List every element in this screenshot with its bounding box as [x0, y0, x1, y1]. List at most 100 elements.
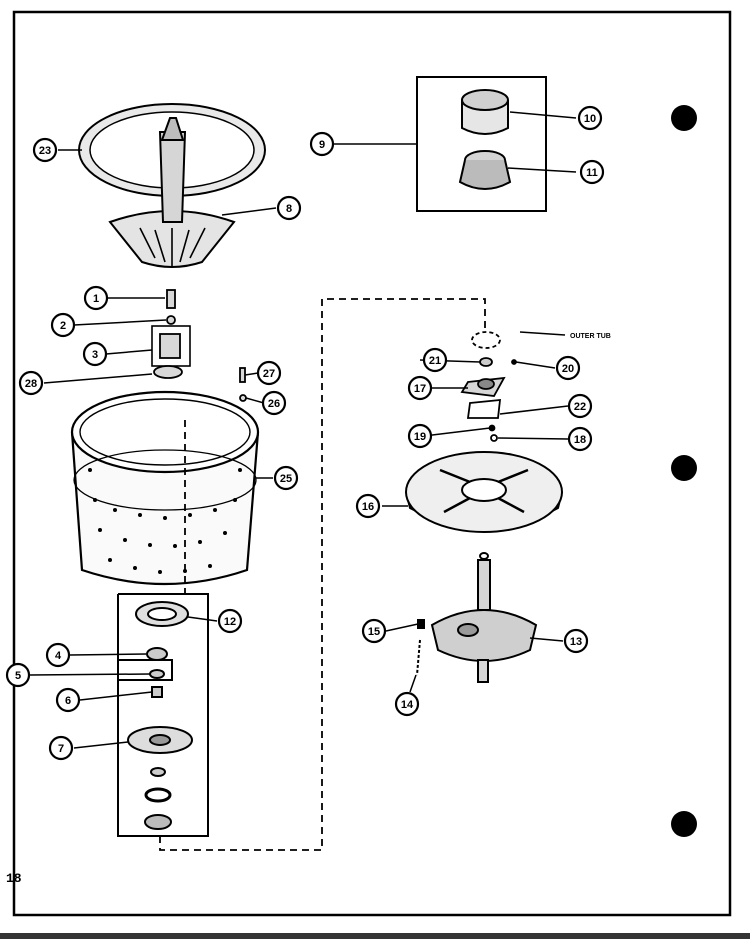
- callout-circle: [361, 618, 387, 644]
- callout-circle: [217, 608, 243, 634]
- callout-number: 13: [570, 636, 582, 648]
- callout-circle: [5, 662, 31, 688]
- callout-circle: [579, 159, 605, 185]
- callout-number: 2: [60, 320, 66, 332]
- punch-hole: [671, 811, 697, 837]
- callout-19: 19: [407, 423, 433, 449]
- callout-circle: [567, 393, 593, 419]
- callout-17: 17: [407, 375, 433, 401]
- callout-20: 20: [555, 355, 581, 381]
- transmission: [416, 552, 538, 683]
- outer-tub-label: OUTER TUB: [570, 333, 611, 340]
- callout-6: 6: [55, 687, 81, 713]
- callout-circle: [256, 360, 282, 386]
- callout-9: 9: [309, 131, 335, 157]
- callout-number: 26: [268, 398, 280, 410]
- callout-number: 19: [414, 431, 426, 443]
- callout-circle: [82, 341, 108, 367]
- callout-circle: [567, 426, 593, 452]
- hub-pulley: [405, 451, 563, 533]
- inset-box: [416, 76, 547, 212]
- callout-18: 18: [567, 426, 593, 452]
- callout-circle: [276, 195, 302, 221]
- callout-number: 5: [15, 670, 21, 682]
- callout-circle: [422, 347, 448, 373]
- agitator-hardware: [151, 289, 247, 402]
- outer-tub-parts: [460, 331, 517, 442]
- punch-hole: [671, 105, 697, 131]
- scan-edge: [0, 933, 750, 939]
- callout-number: 16: [362, 501, 374, 513]
- callout-12: 12: [217, 608, 243, 634]
- callout-circle: [577, 105, 603, 131]
- callout-number: 9: [319, 139, 325, 151]
- callout-16: 16: [355, 493, 381, 519]
- callout-25: 25: [273, 465, 299, 491]
- callout-3: 3: [82, 341, 108, 367]
- callout-circle: [555, 355, 581, 381]
- agitator-assembly: [78, 103, 266, 268]
- callout-28: 28: [18, 370, 44, 396]
- callout-circle: [407, 423, 433, 449]
- callout-14: 14: [394, 691, 420, 717]
- callout-circle: [48, 735, 74, 761]
- leader-lines: [29, 111, 577, 749]
- callout-1: 1: [83, 285, 109, 311]
- dashed-path: [159, 298, 486, 851]
- callout-number: 14: [401, 699, 414, 711]
- page-border: [12, 10, 732, 917]
- callout-circle: [55, 687, 81, 713]
- callout-13: 13: [563, 628, 589, 654]
- callout-number: 11: [586, 167, 598, 179]
- callout-number: 3: [92, 349, 98, 361]
- callout-number: 28: [25, 378, 37, 390]
- callout-circle: [18, 370, 44, 396]
- callout-circle: [261, 390, 287, 416]
- callout-number: 6: [65, 695, 71, 707]
- callout-circle: [355, 493, 381, 519]
- callout-27: 27: [256, 360, 282, 386]
- callout-number: 7: [58, 743, 64, 755]
- callout-circle: [32, 137, 58, 163]
- callout-circle: [394, 691, 420, 717]
- callout-number: 15: [368, 626, 380, 638]
- callout-15: 15: [361, 618, 387, 644]
- callout-circle: [50, 312, 76, 338]
- callout-4: 4: [45, 642, 71, 668]
- callout-number: 27: [263, 368, 275, 380]
- callout-11: 11: [579, 159, 605, 185]
- callout-number: 4: [55, 650, 62, 662]
- callout-21: 21: [422, 347, 448, 373]
- punch-hole: [671, 455, 697, 481]
- callout-number: 22: [574, 401, 586, 413]
- callout-8: 8: [276, 195, 302, 221]
- callout-22: 22: [567, 393, 593, 419]
- callout-circle: [407, 375, 433, 401]
- callout-number: 17: [414, 383, 426, 395]
- callout-23: 23: [32, 137, 58, 163]
- callout-number: 21: [429, 355, 441, 367]
- callout-circle: [309, 131, 335, 157]
- callout-number: 20: [562, 363, 574, 375]
- callout-number: 1: [93, 293, 99, 305]
- callout-7: 7: [48, 735, 74, 761]
- page-number: 18: [6, 871, 22, 886]
- inner-basket: [70, 390, 260, 586]
- callout-number: 18: [574, 434, 586, 446]
- callout-5: 5: [5, 662, 31, 688]
- callout-number: 8: [286, 203, 292, 215]
- callout-26: 26: [261, 390, 287, 416]
- callout-circle: [273, 465, 299, 491]
- callout-circle: [83, 285, 109, 311]
- callout-number: 23: [39, 145, 51, 157]
- callout-number: 12: [224, 616, 236, 628]
- callout-number: 25: [280, 473, 292, 485]
- callout-circle: [563, 628, 589, 654]
- callout-10: 10: [577, 105, 603, 131]
- callout-circle: [45, 642, 71, 668]
- drive-box: [117, 593, 209, 837]
- callout-number: 10: [584, 113, 596, 125]
- callout-2: 2: [50, 312, 76, 338]
